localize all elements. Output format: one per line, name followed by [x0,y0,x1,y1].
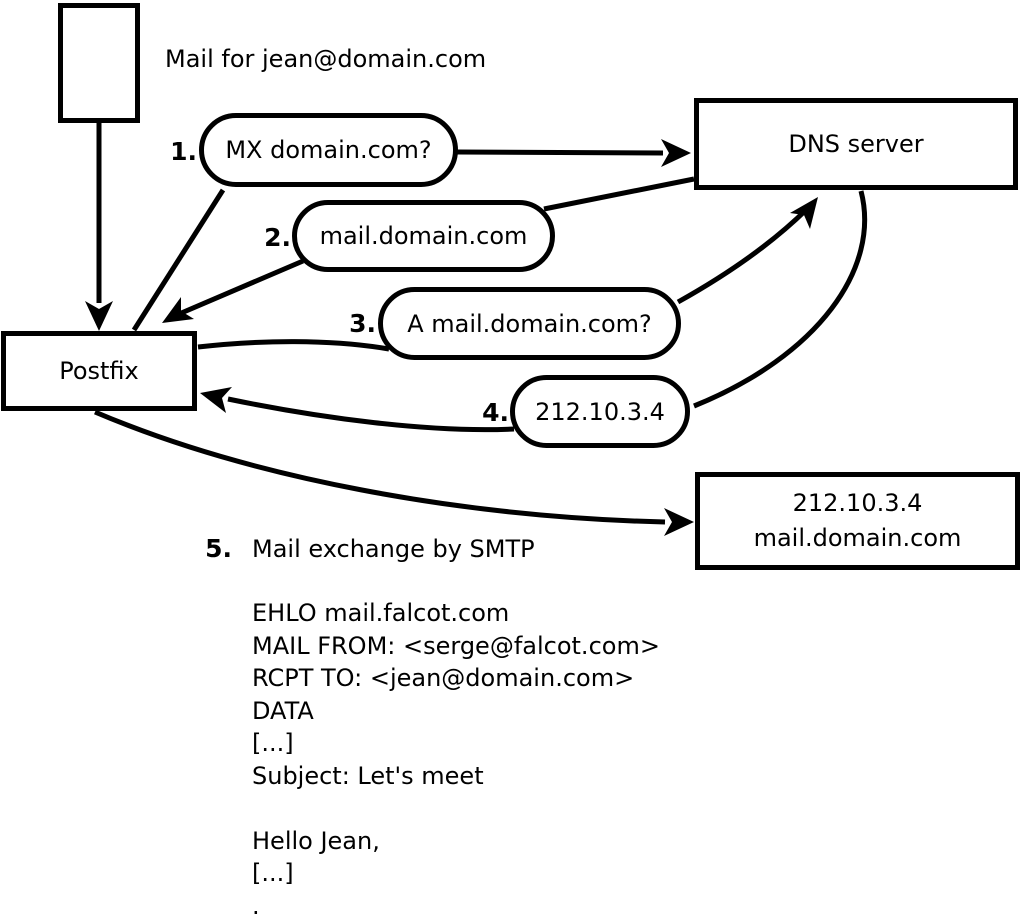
query-pill-mx: MX domain.com? [199,113,458,187]
reply-pill-mx-result-label: mail.domain.com [319,222,528,250]
node-dns-server: DNS server [694,98,1018,190]
arrow-reply2-to-postfix [171,258,304,320]
arrow-reply4-to-postfix [227,396,515,433]
step-number-5: 5. [205,534,232,563]
reply-pill-ip-label: 212.10.3.4 [535,397,665,426]
smtp-line: Hello Jean, [252,826,380,855]
line-postfix-to-query1 [131,188,226,332]
arrow-query1-to-dns [456,149,664,156]
line-dns-to-reply2 [543,176,695,212]
arrowhead-query1-to-dns [661,139,691,167]
smtp-line: . [252,891,260,919]
step-number-3: 3. [349,309,376,338]
step-number-2: 2. [264,223,291,252]
step-5-label: Mail exchange by SMTP [252,535,535,563]
node-postfix: Postfix [1,331,197,411]
smtp-line [252,792,660,825]
arrowhead-reply2-to-postfix [162,297,194,323]
smtp-line: Subject: Let's meet [252,761,484,790]
smtp-line: MAIL FROM: <serge@falcot.com> [252,631,660,660]
line-dns-to-reply4 [693,190,868,409]
arrowhead-reply4-to-postfix [200,387,232,413]
smtp-line: [...] [252,859,294,887]
postfix-label: Postfix [59,357,139,385]
dns-server-label: DNS server [788,130,924,158]
smtp-line: DATA [252,696,314,725]
query-pill-mx-label: MX domain.com? [225,136,432,164]
query-pill-a-record-label: A mail.domain.com? [407,309,652,338]
mail-server-hostname: mail.domain.com [753,524,962,552]
smtp-line: [...] [252,729,294,757]
reply-pill-ip: 212.10.3.4 [510,375,690,448]
step-number-1: 1. [170,137,197,166]
step-number-4: 4. [482,398,509,427]
arrow-query3-to-dns [676,207,809,305]
smtp-line: EHLO mail.falcot.com [252,599,510,627]
mail-server-ip: 212.10.3.4 [792,489,923,517]
node-mail-server: 212.10.3.4 mail.domain.com [695,472,1020,570]
mail-message-icon [58,3,140,123]
reply-pill-mx-result: mail.domain.com [292,200,555,272]
smtp-session-transcript: EHLO mail.falcot.com MAIL FROM: <serge@f… [252,597,660,919]
arrowhead-query3-to-dns [790,197,818,229]
smtp-line: RCPT TO: <jean@domain.com> [252,664,635,692]
arrowhead-mail-to-postfix [85,301,113,331]
mail-annotation: Mail for jean@domain.com [165,45,487,73]
line-postfix-to-query3 [197,339,390,352]
arrowhead-postfix-to-mailserver [664,508,694,536]
arrow-postfix-to-mailserver [94,409,666,525]
query-pill-a-record: A mail.domain.com? [378,287,681,360]
